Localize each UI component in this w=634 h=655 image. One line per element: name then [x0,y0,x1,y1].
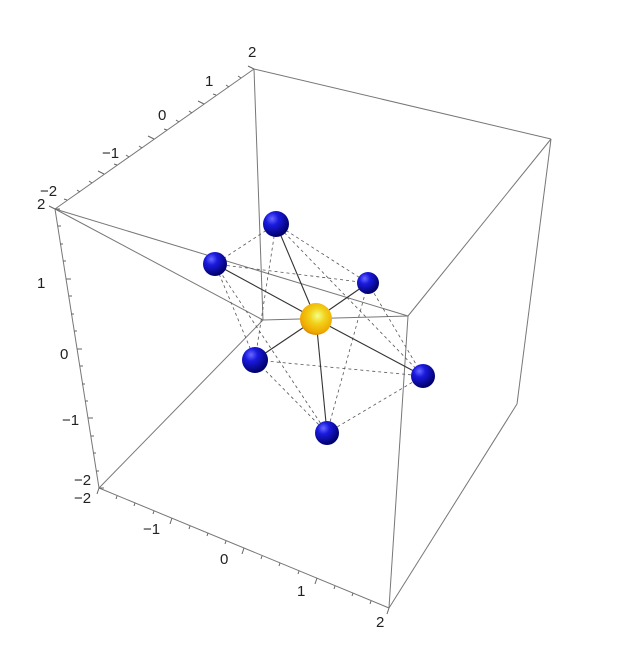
tick-label-vert-4: 2 [37,196,45,213]
tick-label-bottom-2: 0 [220,551,228,568]
tick-labels-vertical: 2 1 0 −1 −2 [37,196,91,489]
oct-edge [275,223,424,377]
bounding-box [54,68,552,609]
tick-label-top-3: 1 [205,73,213,90]
tick-label-vert-1: −1 [62,412,79,429]
oct-edge [326,375,424,434]
tick-marks [48,65,390,615]
atoms [203,211,435,445]
ligand-atom-bottom[interactable] [315,421,339,445]
bond [315,318,424,377]
box-edge-1 [54,68,255,210]
box-edge-3 [407,138,552,317]
tick-label-top-4: 2 [248,44,256,61]
tick-label-vert-2: 0 [60,346,68,363]
box-edge-7 [516,138,552,405]
oct-edge [254,359,328,434]
oct-edge [275,223,369,284]
box-edge-back-3 [98,319,264,489]
ligand-atom-upper-left[interactable] [203,252,227,276]
oct-edge [254,359,424,377]
bond [214,263,317,320]
central-atom[interactable] [300,303,332,335]
box-edge-2 [253,68,552,140]
tick-label-vert-3: 1 [37,275,45,292]
box-edge-4 [54,208,409,317]
box-edge-10 [388,403,518,609]
ligand-atom-upper-right[interactable] [357,272,379,294]
tick-label-bottom-3: 1 [297,583,305,600]
ligand-atom-lower-left[interactable] [242,347,268,373]
box-edge-8 [388,315,409,609]
bond [315,318,328,434]
tick-labels-bottom-edge: −2 −1 0 1 2 [74,490,384,631]
box-edge-back-1 [54,208,264,321]
tick-label-top-1: −1 [102,145,119,162]
oct-edge [214,263,328,434]
oct-edge [214,263,369,284]
ligand-atom-top[interactable] [263,211,289,237]
bond [275,223,317,320]
oct-edge [214,263,256,361]
tick-label-bottom-1: −1 [143,521,160,538]
tick-label-bottom-0: −2 [74,490,91,507]
oct-edge [367,282,424,377]
ligand-atom-right[interactable] [411,364,435,388]
box-edge-5 [253,68,264,321]
box-edge-back-2 [262,315,409,321]
tick-label-top-2: 0 [158,107,166,124]
oct-edge [326,282,369,434]
tick-label-bottom-4: 2 [376,614,384,631]
tick-label-top-0: −2 [40,183,57,200]
tick-label-vert-0: −2 [74,472,91,489]
tick-labels-top-edge: −2 −1 0 1 2 [40,44,256,200]
